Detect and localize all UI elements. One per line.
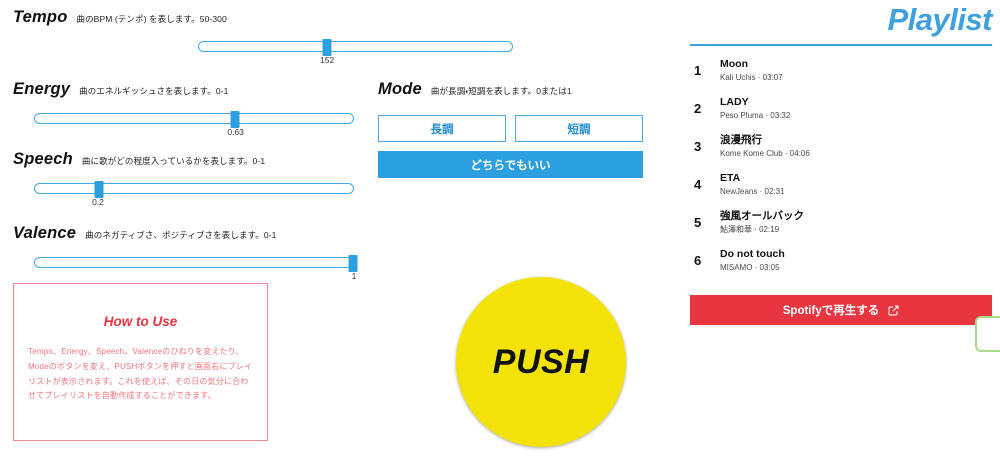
param-mode-description: 曲が長調・短調を表します。0または1: [430, 86, 572, 96]
track-title: Moon: [720, 58, 748, 70]
track-artist-duration: MISAMO · 03:05: [720, 263, 780, 273]
track-number: 5: [694, 215, 702, 230]
playlist-track-row[interactable]: 5 強風オールバック鮎澤和華 · 02:19: [690, 209, 1000, 247]
param-valence-header: Valence 曲のネガティブさ、ポジティブさを表します。0-1: [13, 224, 355, 243]
param-speech-description: 曲に歌がどの程度入っているかを表します。0-1: [81, 156, 266, 166]
param-speech-header: Speech 曲に歌がどの程度入っているかを表します。0-1: [13, 150, 355, 169]
track-info: 強風オールバック鮎澤和華 · 02:19: [720, 209, 804, 237]
param-tempo-title: Tempo: [13, 8, 68, 26]
param-mode-header: Mode 曲が長調・短調を表します。0または1: [378, 80, 643, 99]
param-energy-description: 曲のエネルギッシュさを表します。0-1: [79, 86, 229, 96]
slider-speech-wrap: 0.2: [34, 181, 354, 207]
how-to-use-body: Tempo、Energy、Speech、Valenceのひねりを変えたり、Mod…: [28, 347, 253, 401]
push-button[interactable]: PUSH: [456, 277, 626, 447]
mode-major-button[interactable]: 長調: [378, 115, 506, 142]
slider-valence-track[interactable]: [34, 255, 358, 272]
slider-valence-thumb[interactable]: [348, 255, 358, 272]
param-valence-title: Valence: [13, 224, 77, 242]
slider-energy-track[interactable]: [34, 111, 354, 128]
clipped-green-widget[interactable]: [975, 316, 1000, 352]
slider-speech-track[interactable]: [34, 181, 354, 198]
playlist-track-row[interactable]: 4 ETA NewJeans · 02:31: [690, 171, 1000, 209]
track-info: LADY Peso Pluma · 03:32: [720, 95, 790, 123]
push-button-label: PUSH: [492, 342, 590, 381]
track-title: Do not touch: [720, 248, 785, 260]
slider-energy-thumb[interactable]: [230, 111, 240, 128]
param-mode-title: Mode: [378, 80, 422, 98]
track-number: 1: [694, 63, 702, 78]
param-mode: Mode 曲が長調・短調を表します。0または1 長調 短調 どちらでもいい: [378, 80, 643, 178]
playlist-title: Playlist: [887, 2, 992, 37]
slider-speech-value: 0.2: [92, 197, 104, 207]
param-valence-description: 曲のネガティブさ、ポジティブさを表します。0-1: [85, 230, 277, 240]
slider-tempo-track[interactable]: [198, 39, 513, 56]
play-on-spotify-label: Spotifyで再生する: [782, 305, 880, 317]
slider-valence-value: 1: [351, 271, 357, 281]
track-number: 4: [694, 177, 702, 192]
mode-button-group: 長調 短調: [378, 115, 643, 142]
param-valence: Valence 曲のネガティブさ、ポジティブさを表します。0-1 1: [13, 224, 358, 281]
track-artist-duration: NewJeans · 02:31: [720, 187, 785, 197]
external-link-icon: [888, 304, 899, 316]
param-energy-header: Energy 曲のエネルギッシュさを表します。0-1: [13, 80, 355, 99]
track-number: 2: [694, 101, 702, 116]
playlist-divider: [690, 44, 992, 46]
param-energy: Energy 曲のエネルギッシュさを表します。0-1 0.63: [13, 80, 355, 137]
slider-energy-value: 0.63: [227, 127, 244, 137]
play-on-spotify-button[interactable]: Spotifyで再生する: [690, 295, 992, 325]
track-title: LADY: [720, 96, 749, 108]
slider-tempo-value: 152: [320, 55, 335, 65]
mode-minor-button[interactable]: 短調: [515, 115, 643, 142]
slider-tempo-wrap: 152: [198, 39, 513, 65]
track-artist-duration: Peso Pluma · 03:32: [720, 111, 791, 121]
slider-valence-wrap: 1: [34, 255, 358, 281]
param-energy-title: Energy: [13, 80, 71, 98]
mode-any-button[interactable]: どちらでもいい: [378, 151, 643, 178]
playlist-track-row[interactable]: 2 LADY Peso Pluma · 03:32: [690, 95, 1000, 133]
param-tempo-header: Tempo 曲のBPM (テンポ) を表します。50-300: [13, 8, 513, 27]
track-title: ETA: [720, 172, 741, 184]
parameter-controls-panel: Tempo 曲のBPM (テンポ) を表します。50-300 152 Energ…: [13, 8, 643, 447]
track-info: 浪漫飛行 Kome Kome Club · 04:06: [720, 133, 810, 161]
how-to-use-title: How to Use: [103, 314, 178, 329]
track-artist-duration: Kome Kome Club · 04:06: [720, 149, 810, 159]
slider-energy-wrap: 0.63: [34, 111, 354, 137]
param-tempo-description: 曲のBPM (テンポ) を表します。50-300: [76, 14, 227, 24]
param-speech-title: Speech: [13, 150, 73, 168]
track-title: 強風オールバック: [720, 210, 804, 222]
playlist-track-row[interactable]: 3 浪漫飛行 Kome Kome Club · 04:06: [690, 133, 1000, 171]
track-info: ETA NewJeans · 02:31: [720, 171, 784, 199]
slider-speech-thumb[interactable]: [94, 181, 104, 198]
track-number: 3: [694, 139, 702, 154]
track-artist-duration: 鮎澤和華 · 02:19: [720, 225, 780, 235]
track-artist-duration: Kali Uchis · 03:07: [720, 73, 783, 83]
slider-tempo-thumb[interactable]: [322, 39, 332, 56]
how-to-use-panel: How to Use Tempo、Energy、Speech、Valenceのひ…: [13, 283, 268, 441]
param-tempo: Tempo 曲のBPM (テンポ) を表します。50-300 152: [13, 8, 513, 65]
track-number: 6: [694, 253, 702, 268]
track-title: 浪漫飛行: [720, 134, 762, 146]
param-speech: Speech 曲に歌がどの程度入っているかを表します。0-1 0.2: [13, 150, 355, 207]
